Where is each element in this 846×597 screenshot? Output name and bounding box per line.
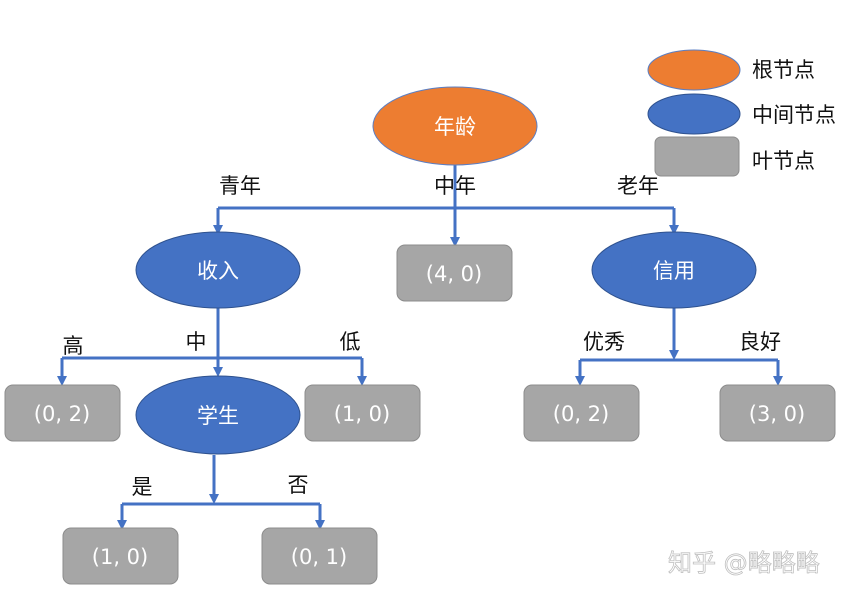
edge-label-excellent: 优秀 [583, 330, 625, 354]
edge-label-middle: 中年 [434, 174, 476, 198]
legend-root-swatch [647, 49, 741, 91]
edge-label-mid: 中 [186, 330, 207, 354]
edge-label-no: 否 [288, 473, 309, 497]
legend-root-label: 根节点 [752, 58, 815, 82]
legend: 根节点 中间节点 叶节点 [647, 49, 836, 177]
leaf-low-label: (1, 0) [334, 402, 390, 426]
credit-node-label: 信用 [653, 259, 695, 283]
leaf-no-node [261, 527, 378, 585]
leaf-excellent-node [523, 384, 640, 442]
leaf-middle-label: (4, 0) [426, 262, 482, 286]
student-node-label: 学生 [197, 404, 239, 428]
income-node-label: 收入 [197, 259, 239, 283]
edge-labels: 青年 中年 老年 高 中 低 优秀 良好 是 否 [63, 174, 782, 499]
edges [57, 165, 783, 530]
edge-label-good: 良好 [739, 330, 781, 354]
legend-leaf-swatch [654, 136, 740, 177]
credit-node [591, 231, 757, 309]
legend-internal-label: 中间节点 [752, 103, 836, 127]
leaf-excellent-label: (0, 2) [553, 402, 609, 426]
leaf-good-node [719, 384, 836, 442]
leaf-low-node [304, 384, 421, 442]
leaf-yes-label: (1, 0) [92, 545, 148, 569]
root-node-label: 年龄 [434, 115, 476, 139]
leaf-high-label: (0, 2) [34, 402, 90, 426]
root-node [372, 86, 538, 166]
edge-label-low: 低 [340, 330, 361, 354]
nodes: 年龄 收入 (4, 0) 信用 (0, 2) 学生 (1, 0) (0, 2) … [4, 86, 836, 585]
edge-label-youth: 青年 [219, 174, 261, 198]
edge-label-high: 高 [63, 334, 84, 358]
leaf-no-label: (0, 1) [291, 545, 347, 569]
leaf-middle-node [396, 244, 513, 302]
edge-label-yes: 是 [132, 475, 153, 499]
watermark: 知乎 @略略略 [668, 549, 820, 577]
leaf-high-node [4, 384, 121, 442]
edge-label-old: 老年 [617, 174, 659, 198]
income-node [135, 231, 301, 309]
legend-leaf-label: 叶节点 [752, 149, 815, 173]
leaf-good-label: (3, 0) [749, 402, 805, 426]
leaf-yes-node [62, 527, 179, 585]
legend-internal-swatch [647, 93, 741, 135]
student-node [135, 375, 301, 455]
